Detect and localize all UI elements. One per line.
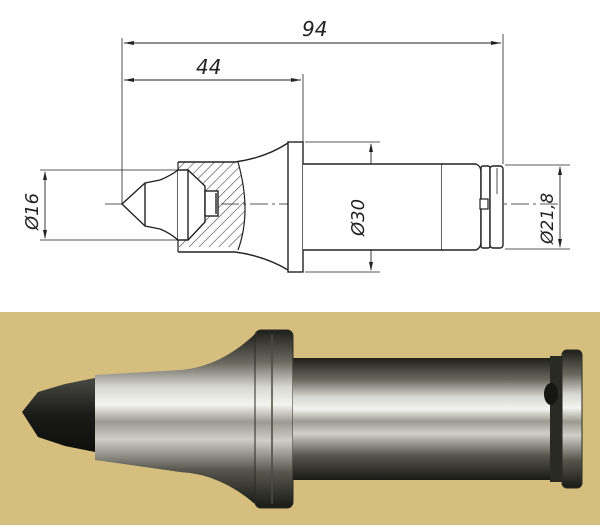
product-photo [0, 312, 600, 525]
photo-collar [254, 329, 294, 509]
photo-carbide-tip [22, 378, 95, 452]
drawing-svg: 94 44 Ø16 Ø30 Ø21,8 [22, 17, 570, 273]
photo-head [95, 332, 262, 505]
carbide-tip [120, 168, 179, 242]
photo-svg [0, 312, 600, 525]
pin-hole [479, 198, 489, 210]
photo-pin-hole [544, 383, 558, 405]
dim-label-44: 44 [196, 55, 221, 79]
photo-end-ring [561, 349, 583, 489]
dim-label-d30: Ø30 [348, 199, 369, 237]
collar [287, 141, 304, 273]
photo-shank [293, 358, 551, 480]
technical-drawing: 94 44 Ø16 Ø30 Ø21,8 [22, 17, 570, 273]
dim-label-d21-8: Ø21,8 [538, 193, 558, 245]
shank [303, 163, 443, 251]
dim-label-d16: Ø16 [22, 193, 43, 231]
dim-label-94: 94 [302, 17, 327, 41]
